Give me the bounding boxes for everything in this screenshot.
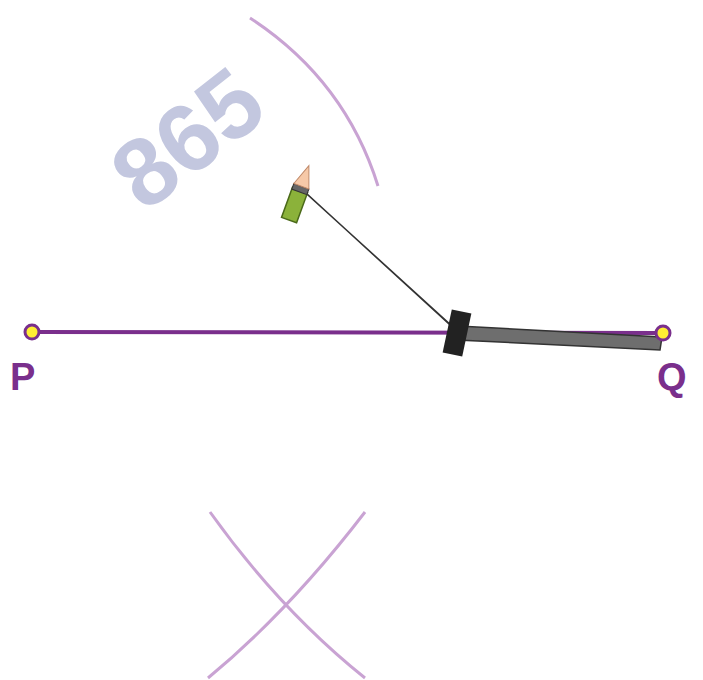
compass-hinge xyxy=(443,309,472,356)
construction-arc xyxy=(250,18,378,186)
point-label: Q xyxy=(657,358,687,396)
pencil xyxy=(282,163,317,223)
point-marker xyxy=(25,325,39,339)
construction-arc xyxy=(210,512,365,678)
point-label: P xyxy=(10,358,35,396)
construction-arc xyxy=(208,512,365,678)
watermark: 865 xyxy=(95,51,280,225)
point-marker xyxy=(656,326,670,340)
compass-leg xyxy=(457,326,662,350)
compass-leg xyxy=(298,186,461,335)
